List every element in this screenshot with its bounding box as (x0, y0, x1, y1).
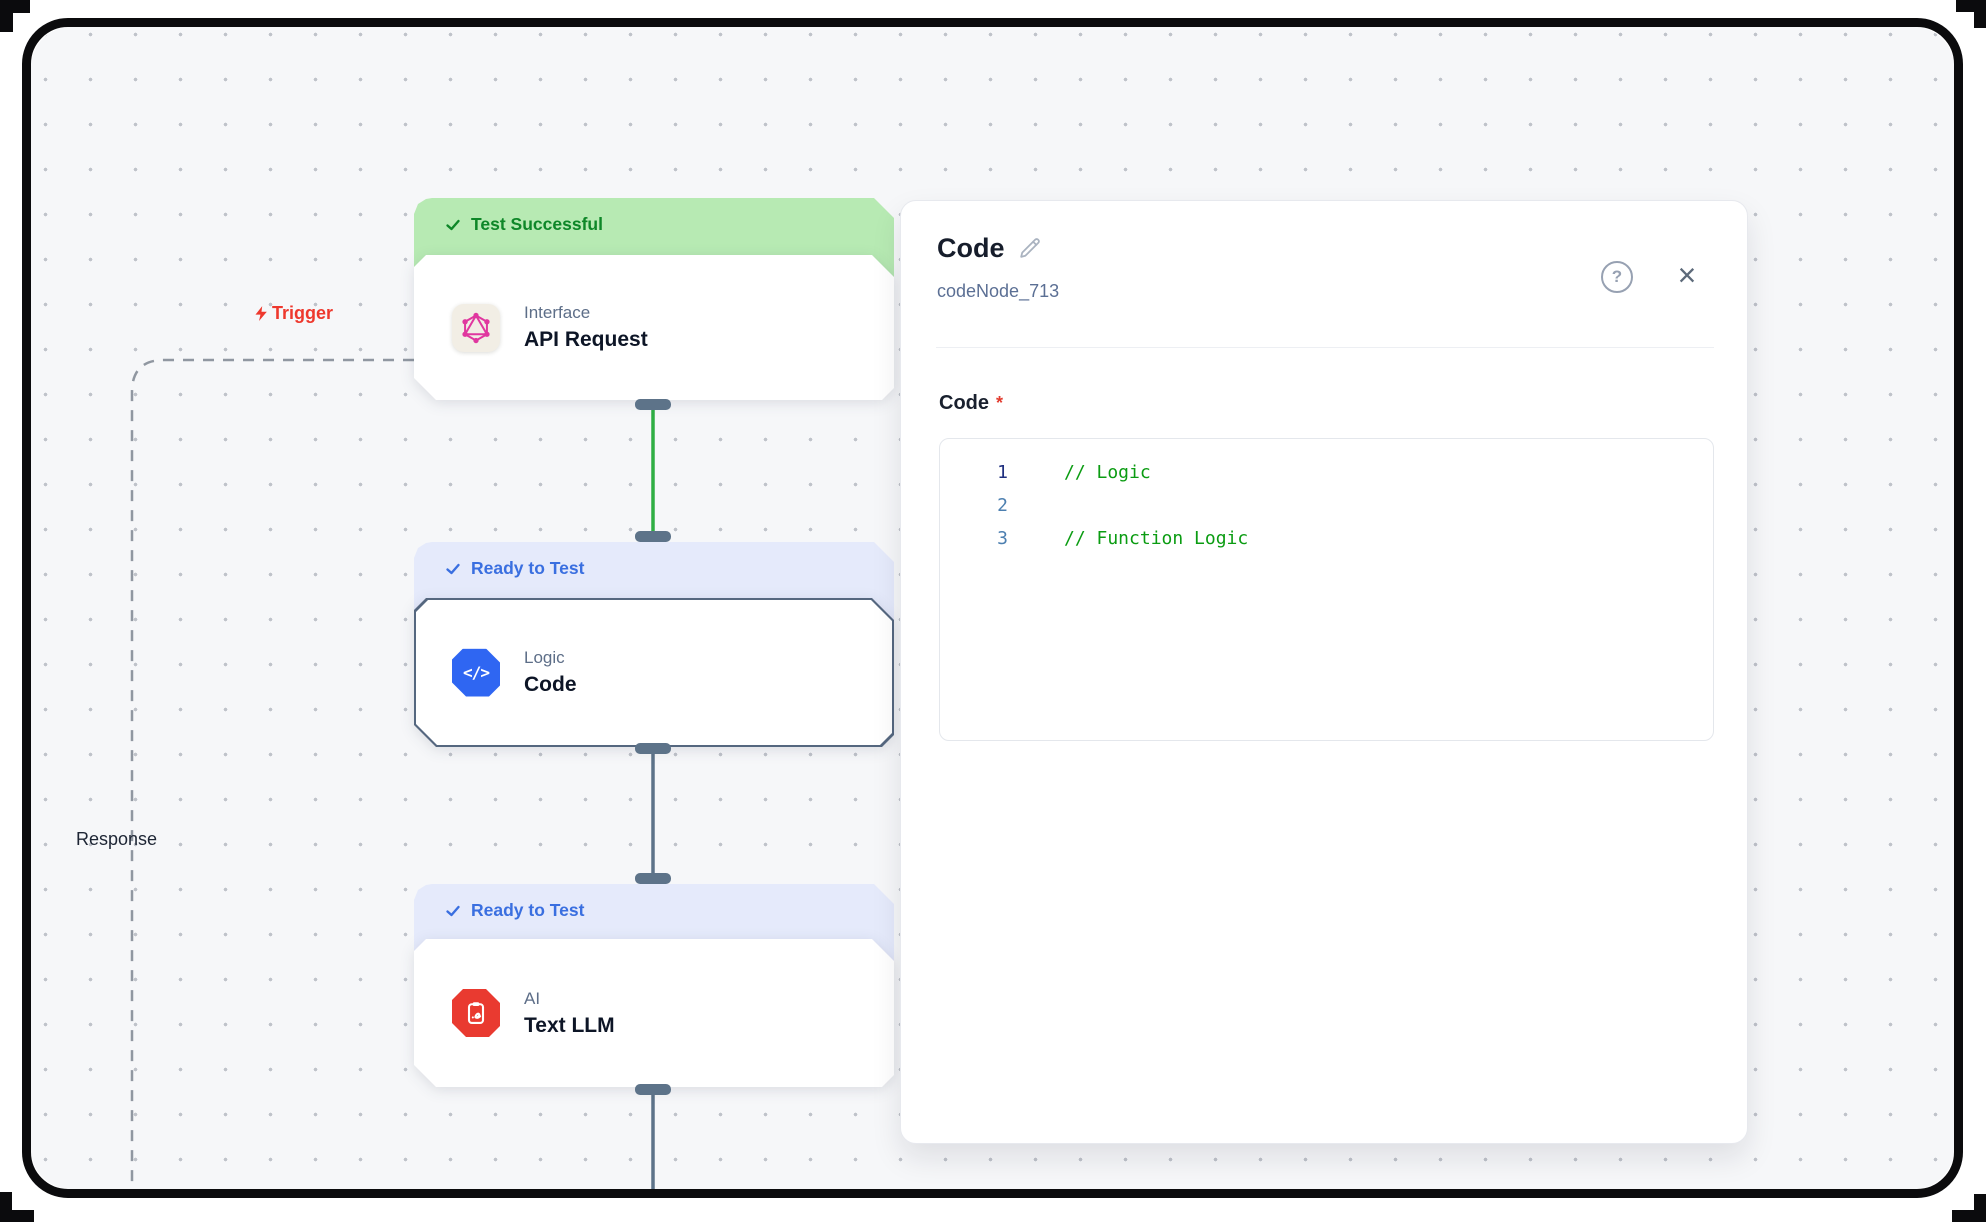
close-icon[interactable]: × (1669, 255, 1705, 295)
line-number: 3 (940, 528, 1008, 549)
code-comment: // Function Logic (1064, 528, 1248, 549)
code-line[interactable]: 2 (940, 489, 1713, 522)
node-category-label: Interface (524, 303, 648, 323)
line-number: 2 (940, 495, 1008, 516)
status-badge: Test Successful (471, 214, 603, 235)
code-line[interactable]: 3 // Function Logic (940, 522, 1713, 555)
crop-mark-bottom-left (0, 1192, 12, 1222)
check-icon (444, 560, 462, 578)
code-editor[interactable]: 1 // Logic 2 3 // Function Logic (939, 438, 1714, 741)
edit-pencil-icon[interactable] (1017, 236, 1042, 261)
code-line[interactable]: 1 // Logic (940, 456, 1713, 489)
trigger-edge (132, 360, 414, 1192)
node-api-request[interactable]: Interface API Request (414, 255, 894, 400)
node-category-label: AI (524, 989, 615, 1009)
response-edge-label: Response (76, 829, 157, 850)
trigger-edge-label: Trigger (253, 303, 333, 324)
node-properties-panel: Code codeNode_713 ? × Code* 1 // Logic 2… (900, 200, 1748, 1144)
code-field-label: Code* (939, 392, 1003, 415)
node-textllm[interactable]: AI Text LLM (414, 939, 894, 1087)
help-button[interactable]: ? (1601, 261, 1633, 293)
check-icon (444, 216, 462, 234)
panel-title: Code (937, 233, 1005, 264)
code-icon: </> (452, 649, 500, 697)
required-asterisk: * (996, 393, 1003, 413)
status-badge: Ready to Test (471, 558, 584, 579)
node-title: Text LLM (524, 1014, 615, 1038)
crop-mark-top-right (1974, 0, 1986, 28)
lightning-icon (253, 304, 270, 323)
check-icon (444, 902, 462, 920)
node-id-label: codeNode_713 (937, 281, 1059, 302)
code-comment: // Logic (1064, 462, 1151, 483)
node-title: API Request (524, 328, 648, 352)
status-badge: Ready to Test (471, 900, 584, 921)
crop-mark-top-left (0, 0, 13, 32)
line-number: 1 (940, 462, 1008, 483)
text-llm-icon (452, 989, 500, 1037)
node-code[interactable]: </> Logic Code (414, 598, 894, 747)
crop-mark-bottom-right (1974, 1194, 1986, 1222)
node-title: Code (524, 673, 577, 697)
panel-divider (936, 347, 1714, 348)
graphql-icon (452, 304, 500, 352)
node-category-label: Logic (524, 648, 577, 668)
